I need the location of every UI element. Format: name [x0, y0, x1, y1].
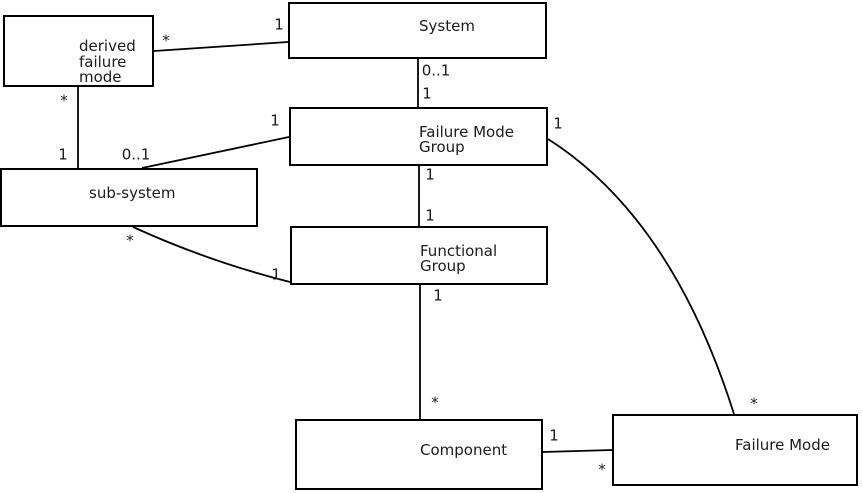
- multiplicity-label: 1: [425, 165, 435, 184]
- assoc-failure-mode-group-sub-system: [141, 136, 290, 169]
- multiplicity-label: *: [750, 394, 758, 413]
- node-component: Component: [295, 419, 543, 490]
- multiplicity-label: 1: [271, 265, 281, 284]
- node-failure-mode-group: Failure Mode Group: [289, 107, 548, 166]
- assoc-derived-failure-mode-system: [153, 41, 289, 52]
- multiplicity-label: *: [162, 31, 170, 50]
- assoc-component-failure-mode: [542, 449, 613, 453]
- multiplicity-label: 1: [422, 84, 432, 103]
- assoc-failure-mode-group-failure-mode: [547, 138, 735, 415]
- node-component-label: Component: [420, 440, 508, 459]
- multiplicity-label: 1: [433, 286, 443, 305]
- node-functional-group-label: Functional Group: [420, 241, 498, 275]
- multiplicity-label: *: [60, 91, 68, 110]
- multiplicity-label: 1: [549, 426, 559, 445]
- node-failure-mode-label: Failure Mode: [735, 436, 830, 454]
- multiplicity-label: *: [126, 231, 134, 250]
- node-sub-system: sub-system: [0, 168, 258, 227]
- multiplicity-label: 1: [553, 114, 563, 133]
- multiplicity-label: 1: [270, 111, 280, 130]
- node-system: System: [288, 2, 547, 59]
- node-derived-failure-mode: derived failure mode: [3, 15, 154, 87]
- multiplicity-label: 1: [58, 145, 68, 164]
- multiplicity-label: *: [598, 460, 606, 479]
- multiplicity-label: 1: [274, 15, 284, 34]
- node-system-label: System: [419, 16, 475, 35]
- multiplicity-label: 1: [425, 206, 435, 225]
- node-sub-system-label: sub-system: [89, 183, 176, 202]
- assoc-sub-system-functional-group: [132, 226, 291, 283]
- multiplicity-label: 0..1: [421, 61, 451, 80]
- multiplicity-label: *: [431, 393, 439, 412]
- node-failure-mode-group-label: Failure Mode Group: [419, 122, 514, 156]
- node-failure-mode: Failure Mode: [612, 414, 858, 486]
- node-derived-failure-mode-label: derived failure mode: [79, 37, 136, 86]
- node-functional-group: Functional Group: [290, 226, 548, 285]
- multiplicity-label: 0..1: [121, 145, 151, 164]
